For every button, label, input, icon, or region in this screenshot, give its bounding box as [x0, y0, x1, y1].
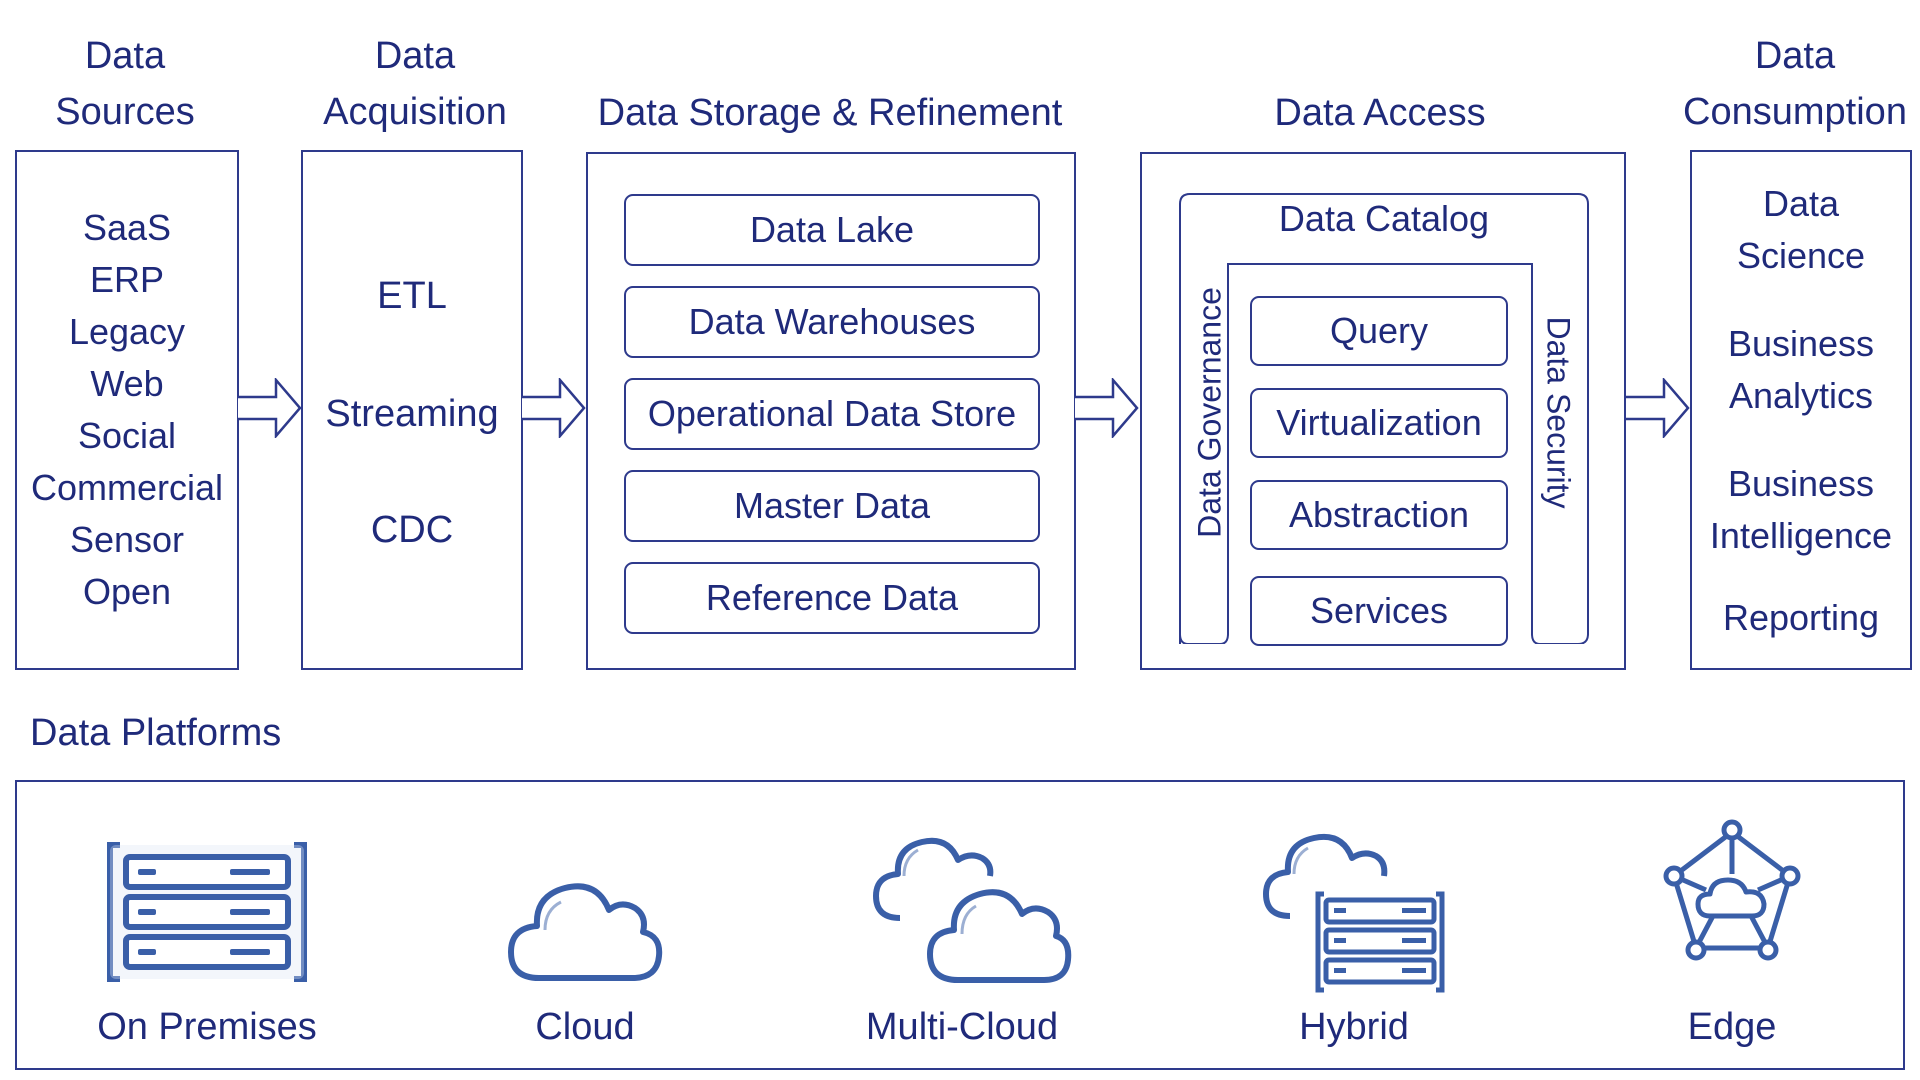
data-catalog-label: Data Catalog — [1278, 198, 1490, 239]
data-access-panel: Data Catalog Data Governance Data Securi… — [1140, 152, 1626, 670]
data-security-label: Data Security — [1540, 316, 1577, 509]
source-item: Sensor — [69, 519, 185, 560]
header-data-consumption: Data Consumption — [1683, 35, 1907, 133]
header-data-access: Data Access — [1274, 92, 1486, 134]
data-platforms-title: Data Platforms — [30, 712, 282, 754]
data-acquisition-panel: ETL Streaming CDC — [301, 150, 523, 670]
consumption-item: Business Analytics — [1727, 323, 1875, 416]
data-storage-panel: Data Lake Data Warehouses Operational Da… — [586, 152, 1076, 670]
acquisition-item: CDC — [370, 509, 454, 551]
storage-item-data-warehouses: Data Warehouses — [624, 286, 1040, 358]
header-data-sources: Data Sources — [55, 35, 195, 133]
data-sources-panel: SaaS ERP Legacy Web Social Commercial Se… — [15, 150, 239, 670]
edge-network-icon — [1663, 819, 1801, 961]
flow-arrow-icon — [522, 378, 586, 438]
source-item: Web — [90, 363, 164, 404]
data-governance-label: Data Governance — [1191, 287, 1228, 538]
consumption-item: Reporting — [1722, 597, 1880, 638]
data-consumption-panel: Data Science Business Analytics Business… — [1690, 150, 1912, 670]
header-data-storage: Data Storage & Refinement — [597, 92, 1063, 134]
server-rack-icon — [107, 842, 307, 982]
acquisition-item: Streaming — [325, 393, 499, 435]
platform-label-on-premises: On Premises — [97, 1006, 317, 1048]
access-item-virtualization: Virtualization — [1250, 388, 1508, 458]
access-item-query: Query — [1250, 296, 1508, 366]
platform-label-edge: Edge — [1687, 1006, 1777, 1048]
access-item-services: Services — [1250, 576, 1508, 646]
source-item: ERP — [89, 259, 165, 300]
platform-label-cloud: Cloud — [535, 1006, 635, 1048]
source-item: Commercial — [30, 467, 224, 508]
header-data-acquisition: Data Acquisition — [323, 35, 507, 133]
storage-item-data-lake: Data Lake — [624, 194, 1040, 266]
storage-item-ods: Operational Data Store — [624, 378, 1040, 450]
cloud-icon — [508, 883, 663, 981]
access-item-abstraction: Abstraction — [1250, 480, 1508, 550]
hybrid-cloud-server-icon — [1263, 834, 1445, 993]
platform-label-hybrid: Hybrid — [1299, 1006, 1409, 1048]
multi-cloud-icon — [873, 837, 1072, 983]
data-platforms-panel: On Premises Cloud Multi-Cloud Hybrid — [15, 780, 1905, 1070]
consumption-item: Business Intelligence — [1709, 463, 1893, 556]
source-item: Legacy — [68, 311, 186, 352]
consumption-item: Data Science — [1736, 183, 1866, 276]
flow-arrow-icon — [1626, 378, 1690, 438]
source-item: Open — [82, 571, 172, 612]
storage-item-reference-data: Reference Data — [624, 562, 1040, 634]
source-item: SaaS — [82, 207, 172, 248]
source-item: Social — [77, 415, 177, 456]
flow-arrow-icon — [1075, 378, 1139, 438]
platform-label-multi-cloud: Multi-Cloud — [865, 1006, 1059, 1048]
flow-arrow-icon — [238, 378, 302, 438]
storage-item-master-data: Master Data — [624, 470, 1040, 542]
acquisition-item: ETL — [377, 275, 447, 317]
